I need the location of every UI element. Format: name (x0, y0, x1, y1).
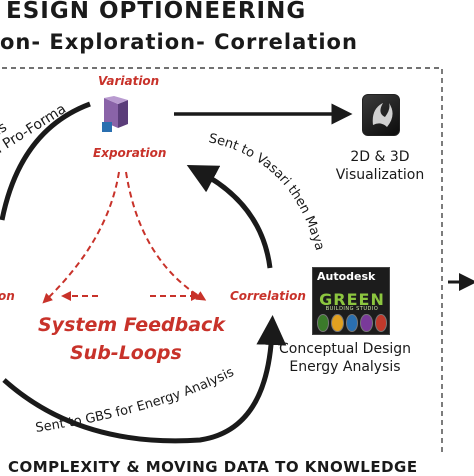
logo-brand: Autodesk (317, 270, 376, 283)
variation-label: Variation (98, 74, 160, 88)
logo-icon-strip (317, 314, 388, 332)
footer-caption: COMPLEXITY & MOVING DATA TO KNOWLEDGE (8, 458, 418, 476)
visualization-line2: Visualization (335, 167, 425, 183)
left-cycle-label: on (0, 289, 15, 303)
sent-to-vasari-label: Sent to Vasari then Maya (207, 131, 327, 252)
feedback-line-1 (42, 171, 120, 304)
vasari-icon (100, 96, 130, 136)
diagram-title: ESIGN OPTIONEERING (6, 0, 307, 24)
cycle-arc-top-left (0, 101, 91, 221)
energy-line2: Energy Analysis (289, 359, 401, 375)
logo-sub: BUILDING STUDIO (325, 306, 379, 312)
maya-icon (362, 94, 400, 136)
sent-to-gbs-label: Sent to GBS for Energy Analysis (34, 365, 236, 436)
visualization-label: 2D & 3D Visualization (330, 148, 430, 184)
dashed-frame (2, 67, 443, 452)
cycle-arc-bottom (2, 315, 287, 444)
energy-analysis-label: Conceptual Design Energy Analysis (275, 340, 415, 376)
logo-name: GREEN (319, 290, 385, 309)
feedback-line-2 (125, 171, 207, 301)
visualization-line1: 2D & 3D (350, 149, 410, 165)
left-label-line2: al Pro-Forma (0, 101, 69, 161)
left-label-line1: ns (0, 119, 10, 141)
exploration-label: Exporation (93, 146, 167, 160)
correlation-label: Correlation (230, 289, 306, 303)
cycle-arc-right (186, 164, 273, 269)
diagram-subtitle: on- Exploration- Correlation (0, 30, 358, 54)
feedback-line1: System Feedback (38, 314, 225, 336)
green-building-studio-logo: Autodesk GREEN BUILDING STUDIO (312, 267, 390, 335)
energy-line1: Conceptual Design (278, 341, 412, 357)
feedback-line2: Sub-Loops (70, 342, 182, 364)
